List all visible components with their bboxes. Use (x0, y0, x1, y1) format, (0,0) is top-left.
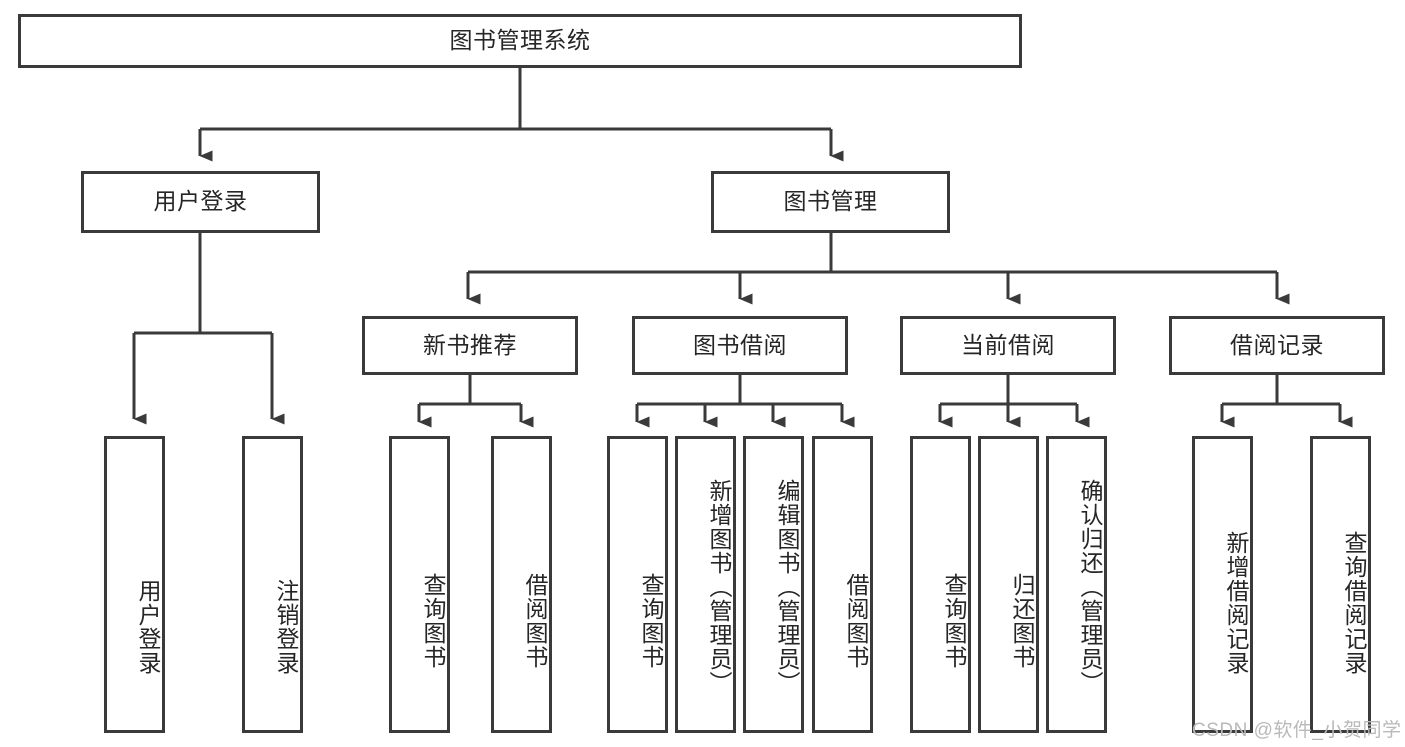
node-current-borrow[interactable]: 当前借阅 (900, 316, 1116, 375)
leaf-query-book-current[interactable]: 查询图书 (910, 436, 971, 733)
node-label: 新书推荐 (423, 331, 517, 358)
node-label: 当前借阅 (961, 331, 1055, 358)
node-label: 编辑图书（管理员） (774, 478, 800, 695)
leaf-add-borrow-record[interactable]: 新增借阅记录 (1192, 436, 1253, 733)
node-book-borrow[interactable]: 图书借阅 (632, 316, 848, 375)
node-label: 确认归还（管理员） (1077, 478, 1103, 695)
node-label: 新增借阅记录 (1223, 530, 1249, 675)
csdn-watermark: CSDN @软件_小贺同学 (1192, 720, 1402, 741)
node-label: 借阅图书 (522, 572, 548, 669)
node-new-book-recommend[interactable]: 新书推荐 (362, 316, 578, 375)
leaf-user-login[interactable]: 用户登录 (104, 436, 165, 733)
node-label: 查询图书 (420, 572, 446, 669)
leaf-borrow-book-recommend[interactable]: 借阅图书 (491, 436, 552, 733)
node-label: 用户登录 (153, 188, 248, 215)
leaf-query-borrow-record[interactable]: 查询借阅记录 (1310, 436, 1371, 733)
node-label: 借阅记录 (1230, 331, 1324, 358)
leaf-borrow-book-borrow[interactable]: 借阅图书 (812, 436, 873, 733)
node-label: 新增图书（管理员） (706, 478, 732, 695)
node-label: 查询借阅记录 (1341, 530, 1367, 675)
leaf-query-book-recommend[interactable]: 查询图书 (389, 436, 450, 733)
node-label: 查询图书 (638, 572, 664, 669)
node-label: 图书管理系统 (449, 27, 591, 54)
node-borrow-record[interactable]: 借阅记录 (1169, 316, 1385, 375)
node-book-manage[interactable]: 图书管理 (711, 171, 950, 233)
leaf-add-book[interactable]: 新增图书（管理员） (675, 436, 736, 733)
node-user-login[interactable]: 用户登录 (81, 171, 320, 233)
leaf-edit-book[interactable]: 编辑图书（管理员） (743, 436, 804, 733)
leaf-return-book[interactable]: 归还图书 (978, 436, 1039, 733)
leaf-confirm-return[interactable]: 确认归还（管理员） (1046, 436, 1107, 733)
node-label: 图书管理 (783, 188, 878, 215)
node-label: 用户登录 (135, 578, 161, 675)
leaf-query-book-borrow[interactable]: 查询图书 (607, 436, 668, 733)
node-label: 查询图书 (941, 572, 967, 669)
node-label: 归还图书 (1009, 572, 1035, 669)
node-label: 图书借阅 (693, 331, 787, 358)
node-root[interactable]: 图书管理系统 (18, 14, 1022, 68)
node-label: 注销登录 (273, 578, 299, 675)
leaf-logout[interactable]: 注销登录 (242, 436, 303, 733)
node-label: 借阅图书 (843, 572, 869, 669)
